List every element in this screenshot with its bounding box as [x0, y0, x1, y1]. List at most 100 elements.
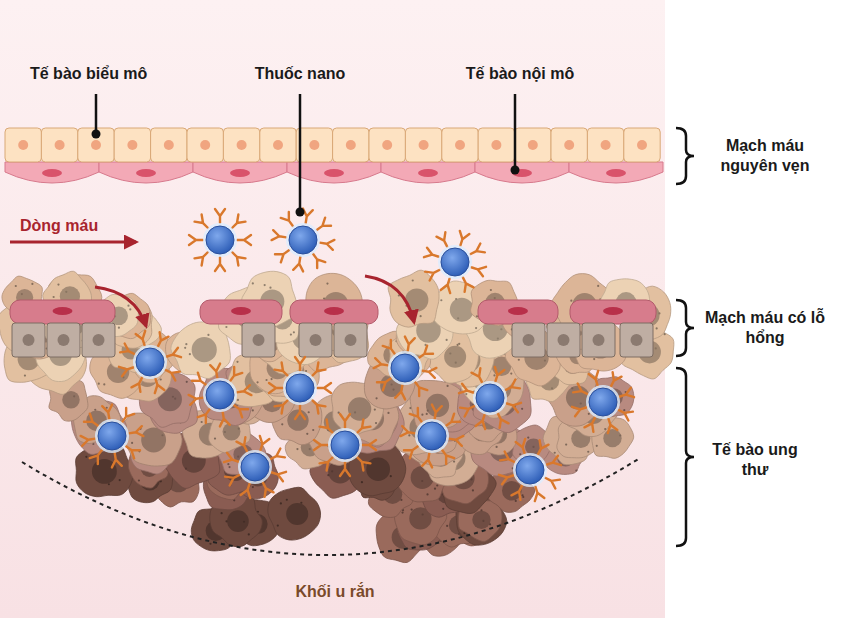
cell-speckle	[57, 283, 59, 285]
epithelial-cell	[223, 128, 259, 162]
cell-nucleus	[93, 334, 105, 346]
antibody	[572, 402, 588, 416]
cell-nucleus	[444, 346, 466, 368]
nanoparticle-core	[136, 348, 164, 376]
bracket	[676, 368, 694, 546]
bracket	[676, 128, 694, 184]
cell-speckle	[326, 282, 328, 284]
leader-line	[514, 94, 517, 170]
cell-speckle	[518, 359, 520, 361]
cell-speckle	[470, 478, 472, 480]
cell-speckle	[412, 279, 414, 281]
epithelial-cell	[624, 128, 660, 162]
cell-nucleus	[419, 140, 429, 150]
epithelial-cell	[515, 128, 551, 162]
cell-speckle	[296, 448, 298, 450]
antibody	[295, 405, 305, 419]
cell-speckle	[331, 470, 333, 472]
nanoparticle-core	[98, 422, 126, 450]
cell-speckle	[495, 446, 497, 448]
antibody	[516, 439, 530, 455]
cell-nucleus	[53, 307, 73, 315]
cell-nucleus	[455, 140, 465, 150]
nanoparticle-core	[206, 381, 234, 409]
cell-nucleus	[631, 334, 643, 346]
nanoparticle	[269, 357, 331, 419]
tumor-cells	[0, 270, 674, 562]
cell-nucleus	[508, 307, 528, 315]
antibody	[270, 467, 286, 481]
cell-speckle	[551, 387, 553, 389]
antibody	[136, 331, 150, 347]
cell-speckle	[593, 358, 595, 360]
cell-speckle	[185, 468, 187, 470]
cell-speckle	[575, 469, 577, 471]
nanoparticle	[424, 231, 486, 293]
cell-nucleus	[528, 140, 538, 150]
cell-speckle	[280, 502, 282, 504]
cell-speckle	[186, 381, 188, 383]
cell-nucleus	[523, 334, 535, 346]
epithelial-cell	[369, 128, 405, 162]
nanoparticle-core	[441, 248, 469, 276]
cell-speckle	[456, 344, 458, 346]
antibody	[603, 417, 617, 433]
antibody	[189, 393, 204, 405]
cell-speckle	[390, 383, 392, 385]
nanoparticle-glow	[473, 381, 507, 415]
cell-speckle	[214, 438, 216, 440]
cell-speckle	[623, 409, 625, 411]
cell-speckle	[565, 443, 567, 445]
epithelial-cell	[82, 323, 115, 357]
endothelial-cell	[10, 300, 115, 324]
epithelial-cell	[78, 128, 114, 162]
bracket	[676, 300, 694, 356]
cell-nucleus	[382, 140, 392, 150]
antibody	[210, 364, 222, 379]
cell-nucleus	[601, 140, 611, 150]
cell-speckle	[270, 378, 272, 380]
callout-label: Tế bào biểu mô	[30, 64, 190, 84]
nanoparticle-core	[391, 354, 419, 382]
callout-label: Tế bào ung thư	[705, 440, 805, 480]
nanoparticle-glow	[415, 419, 449, 453]
cell-speckle	[482, 520, 484, 522]
cell-speckle	[221, 512, 223, 514]
epithelial-cell	[47, 323, 80, 357]
cell-speckle	[73, 395, 75, 397]
cell-nucleus	[593, 334, 605, 346]
nanoparticle-core	[589, 388, 617, 416]
nanoparticle	[374, 337, 437, 400]
epithelial-cell	[299, 323, 332, 357]
cell-speckle	[237, 399, 239, 401]
cell-nucleus	[231, 307, 251, 315]
cell-speckle	[53, 296, 55, 298]
epithelial-cell	[41, 128, 77, 162]
antibody	[476, 413, 490, 429]
antibody	[362, 440, 376, 450]
epithelial-cell	[151, 128, 187, 162]
endothelial-cell	[478, 300, 558, 324]
cell-speckle	[248, 533, 250, 535]
nanoparticle-glow	[586, 385, 620, 419]
cell-speckle	[436, 484, 438, 486]
cell-speckle	[580, 402, 582, 404]
cell-speckle	[446, 525, 448, 527]
antibody	[272, 230, 287, 242]
nanoparticle-glow	[286, 223, 320, 257]
cell-speckle	[238, 428, 240, 430]
cell-speckle	[129, 308, 131, 310]
antibody	[340, 462, 350, 476]
antibody	[374, 358, 389, 370]
nanoparticle-glow	[203, 223, 237, 257]
cell-speckle	[119, 479, 121, 481]
cell-speckle	[475, 327, 477, 329]
antibody	[314, 440, 328, 450]
antibody	[403, 337, 415, 352]
cell-speckle	[185, 343, 187, 345]
cell-speckle	[619, 434, 621, 436]
cell-speckle	[277, 524, 279, 526]
epithelial-cell	[5, 128, 41, 162]
cell-speckle	[515, 500, 517, 502]
nanoparticle-core	[331, 431, 359, 459]
